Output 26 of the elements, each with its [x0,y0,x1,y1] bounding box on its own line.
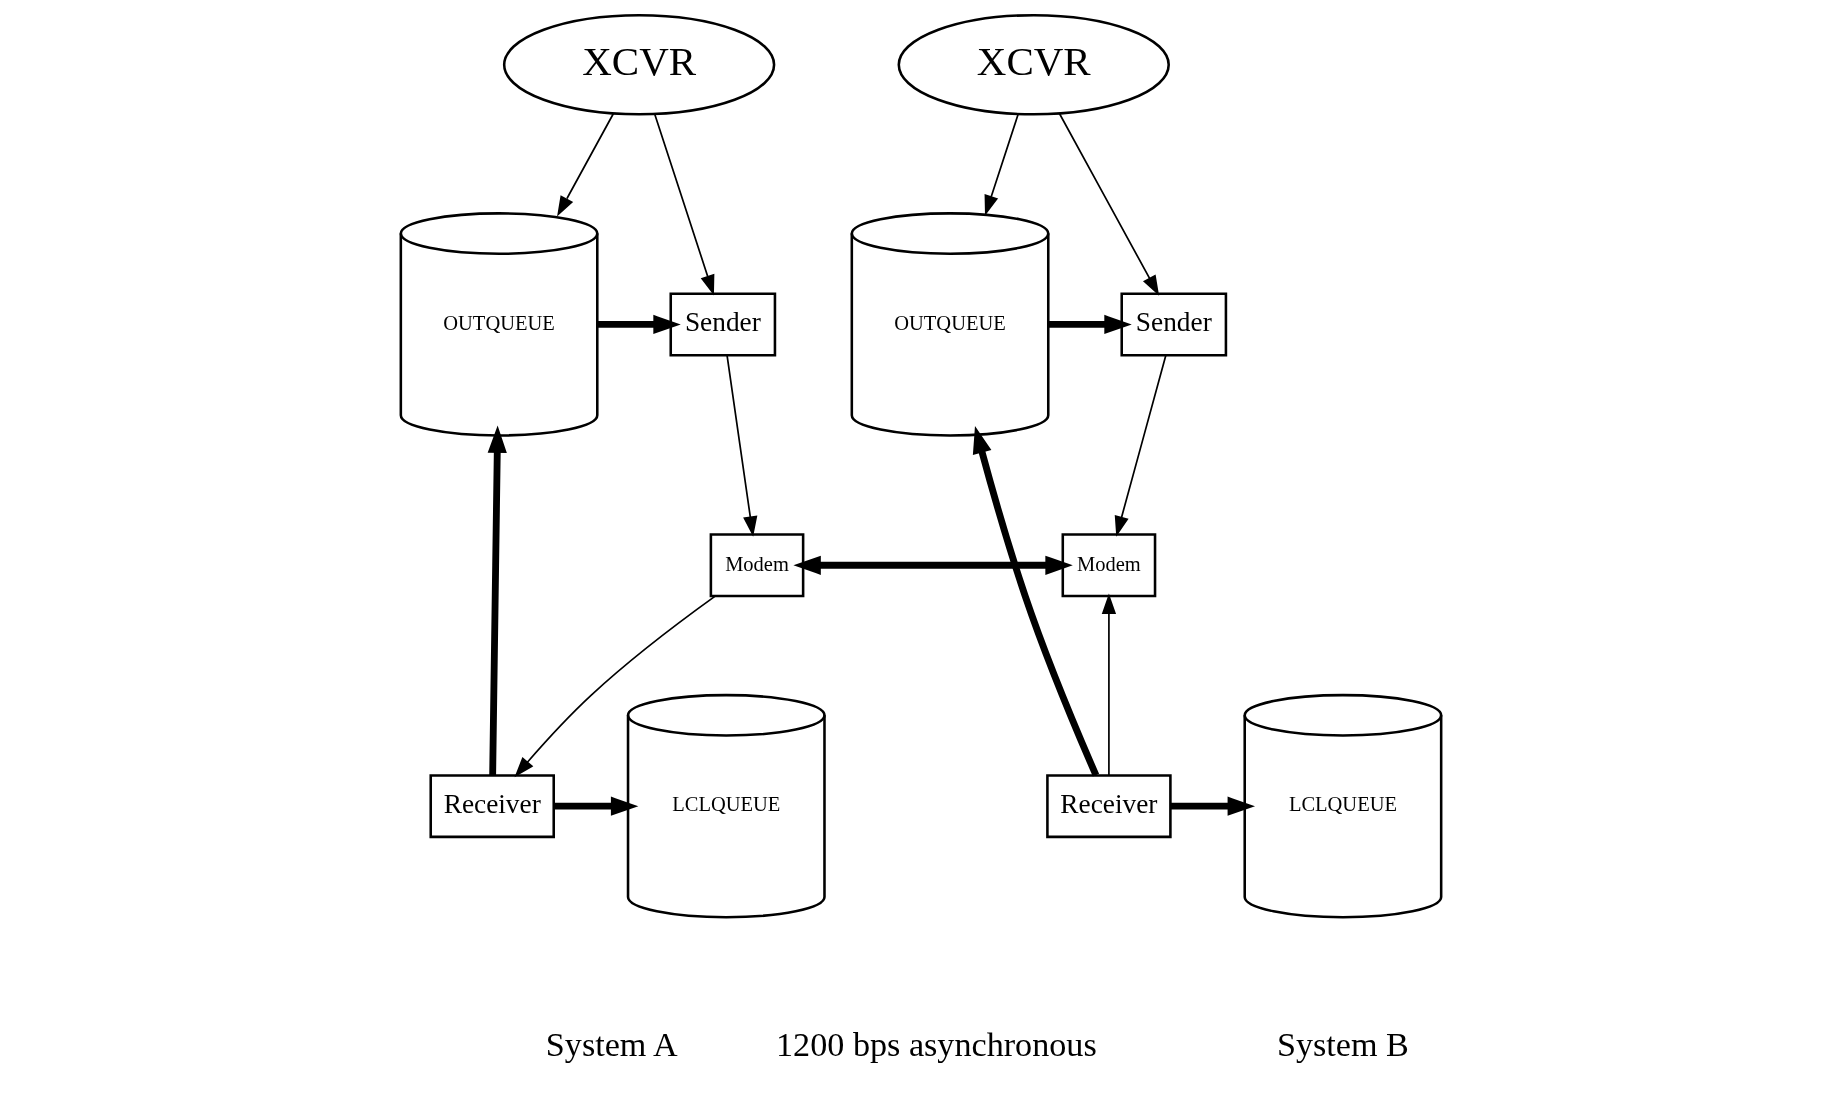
arrow [1058,112,1159,296]
label: 1200 bps asynchronous [775,1025,1097,1063]
arrow [725,354,757,537]
arrow [984,113,1019,216]
arrow [556,112,614,217]
node-box: Modem [709,533,804,598]
arrow [514,595,716,778]
arrow [792,555,1073,575]
arrow [487,425,507,776]
label: System A [545,1025,678,1063]
arrow [653,113,714,296]
arrow [553,796,638,816]
arrow [596,314,681,335]
node-box: Sender [1119,292,1227,357]
node-box: Sender [668,292,776,357]
arrow [972,426,1099,777]
label: System B [1276,1025,1409,1063]
arrow [1101,593,1116,776]
node-box: Receiver [1045,774,1172,839]
node-box: Receiver [428,774,555,839]
node-box: Modem [1061,533,1156,598]
arrow [1114,354,1167,537]
node-ellipse: XCVR [502,13,775,116]
arrow [1047,314,1132,335]
node-ellipse: XCVR [897,13,1170,116]
arrow [1170,796,1255,816]
